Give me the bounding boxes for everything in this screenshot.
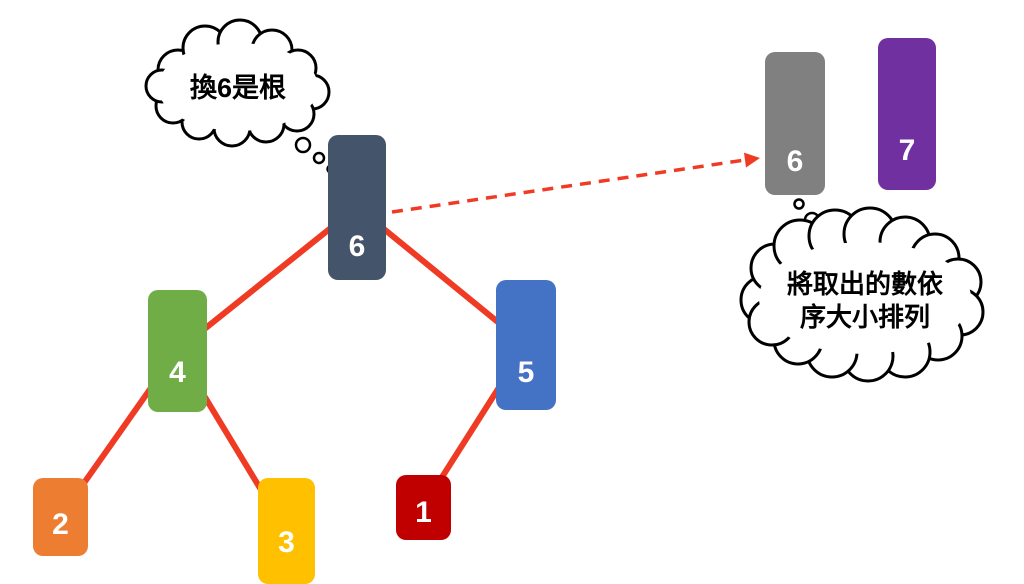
node-extracted-6-label: 6 — [786, 145, 804, 178]
node-root-6-label: 6 — [348, 230, 366, 263]
thought-cloud-extract: 將取出的數依 序大小排列 — [739, 206, 985, 383]
node-extracted-7-label: 7 — [898, 134, 916, 167]
node-extracted-7: 7 — [878, 38, 936, 190]
extract-arrow-line — [391, 158, 746, 214]
thought-cloud-root: 換6是根 — [144, 18, 331, 148]
extract-arrowhead — [744, 152, 760, 168]
node-1: 1 — [396, 475, 451, 540]
node-root-6: 6 — [328, 135, 386, 280]
node-5-label: 5 — [517, 356, 535, 389]
node-4: 4 — [148, 290, 207, 412]
node-5: 5 — [496, 280, 556, 410]
edge-6-4 — [174, 204, 360, 354]
root-note-text: 換6是根 — [190, 73, 286, 103]
extract-arrow — [391, 152, 760, 214]
node-extracted-6: 6 — [765, 52, 825, 195]
node-3-label: 3 — [278, 526, 295, 559]
node-2-label: 2 — [52, 508, 69, 541]
extract-note-line2: 序大小排列 — [800, 302, 930, 332]
node-2: 2 — [33, 478, 88, 556]
node-3: 3 — [258, 478, 315, 584]
extract-note-line1: 將取出的數依 — [787, 269, 944, 299]
node-1-label: 1 — [415, 496, 432, 529]
node-4-label: 4 — [169, 356, 186, 389]
